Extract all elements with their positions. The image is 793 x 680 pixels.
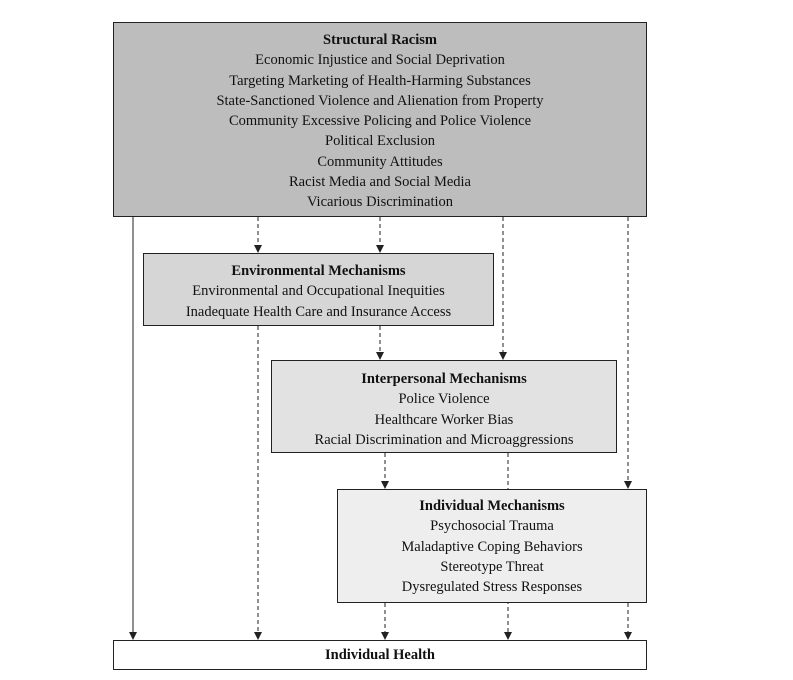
structural-item: Vicarious Discrimination: [306, 194, 454, 211]
structural-racism-box: Structural Racism Economic Injustice and…: [113, 22, 647, 217]
individual-health-title: Individual Health: [325, 647, 435, 663]
individual-item: Maladaptive Coping Behaviors: [401, 538, 583, 555]
individual-item: Stereotype Threat: [440, 558, 544, 575]
interpersonal-item: Healthcare Worker Bias: [374, 411, 514, 428]
environmental-mechanisms-box: Environmental Mechanisms Environmental a…: [143, 253, 494, 326]
individual-item: Psychosocial Trauma: [430, 518, 554, 535]
individual-item: Dysregulated Stress Responses: [401, 579, 583, 596]
structural-item: State-Sanctioned Violence and Alienation…: [216, 92, 544, 109]
structural-item: Political Exclusion: [325, 133, 435, 150]
environmental-item: Inadequate Health Care and Insurance Acc…: [185, 303, 452, 320]
environmental-mechanisms-title: Environmental Mechanisms: [231, 263, 406, 279]
structural-item: Community Excessive Policing and Police …: [228, 113, 532, 130]
individual-health-box: Individual Health: [113, 640, 647, 670]
interpersonal-mechanisms-box: Interpersonal Mechanisms Police Violence…: [271, 360, 617, 453]
individual-mechanisms-box: Individual Mechanisms Psychosocial Traum…: [337, 489, 647, 603]
environmental-item: Environmental and Occupational Inequitie…: [192, 283, 445, 300]
structural-item: Racist Media and Social Media: [288, 174, 471, 191]
interpersonal-mechanisms-title: Interpersonal Mechanisms: [361, 371, 527, 387]
interpersonal-item: Racial Discrimination and Microaggressio…: [314, 431, 574, 448]
structural-racism-title: Structural Racism: [323, 32, 437, 48]
interpersonal-item: Police Violence: [398, 391, 490, 408]
individual-mechanisms-title: Individual Mechanisms: [419, 498, 565, 514]
structural-item: Community Attitudes: [317, 153, 443, 170]
structural-item: Targeting Marketing of Health-Harming Su…: [229, 72, 531, 89]
structural-item: Economic Injustice and Social Deprivatio…: [255, 52, 505, 69]
